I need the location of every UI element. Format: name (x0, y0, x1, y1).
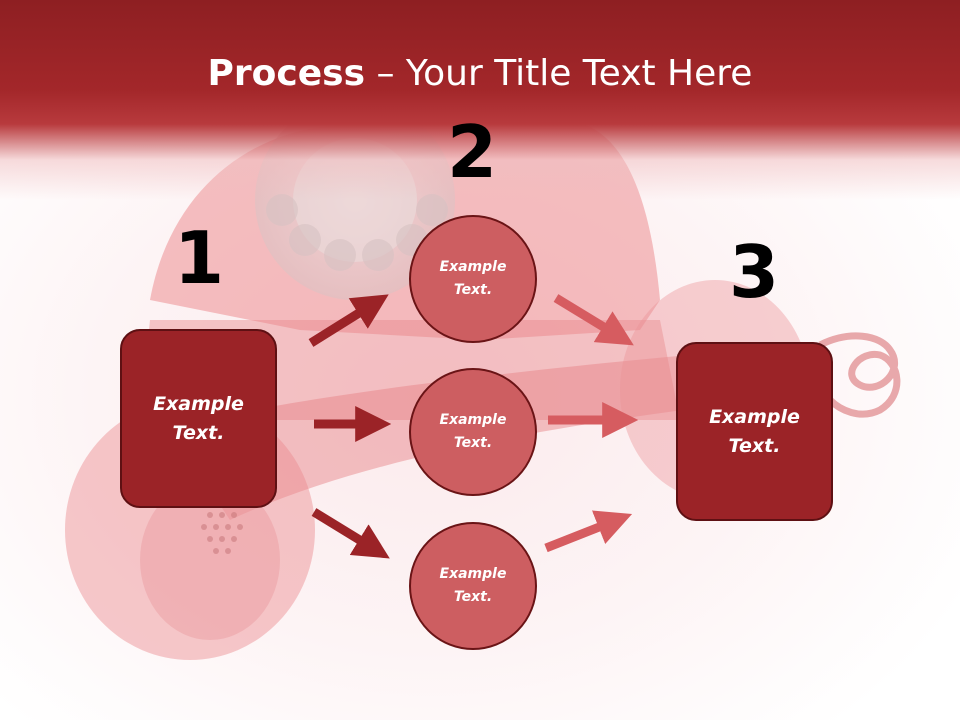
title-bold: Process (207, 53, 366, 94)
step-1-label: Example Text. (153, 392, 244, 444)
header-band (0, 0, 960, 200)
step-number-2: 2 (446, 110, 498, 194)
step-1-box[interactable]: Example Text. (120, 329, 277, 508)
circle-top-label: Example Text. (439, 259, 507, 298)
slide-title: Process – Your Title Text Here (0, 52, 960, 96)
step-number-1: 1 (173, 216, 225, 300)
step-3-label: Example Text. (709, 405, 800, 457)
circle-middle-label: Example Text. (439, 412, 507, 451)
title-rest: – Your Title Text Here (365, 53, 753, 94)
circle-bottom[interactable]: Example Text. (409, 522, 537, 650)
circle-top[interactable]: Example Text. (409, 215, 537, 343)
circle-bottom-label: Example Text. (439, 566, 507, 605)
circle-middle[interactable]: Example Text. (409, 368, 537, 496)
step-number-3: 3 (728, 230, 780, 314)
step-3-box[interactable]: Example Text. (676, 342, 833, 521)
